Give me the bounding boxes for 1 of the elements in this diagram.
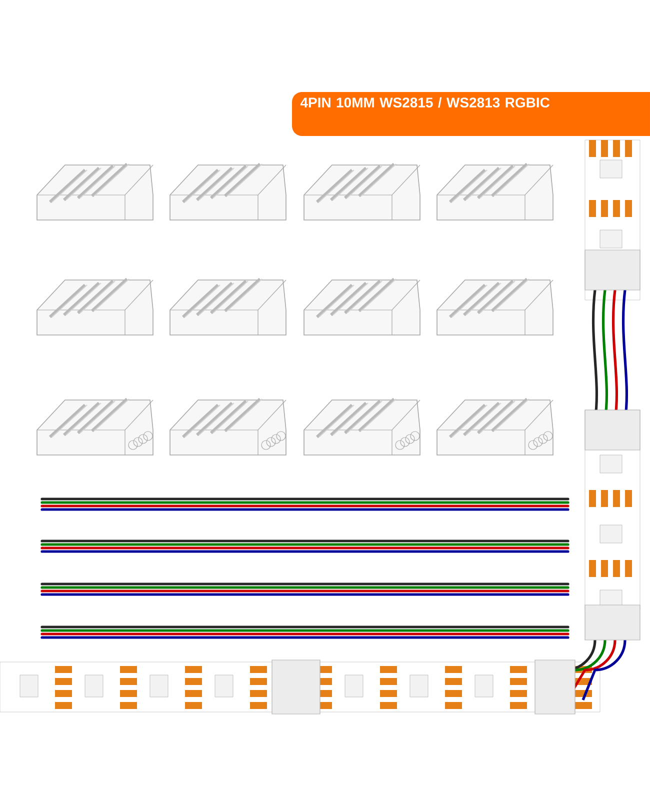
title-banner: 4PIN 10MM WS2815 / WS2813 RGBIC (292, 92, 650, 136)
